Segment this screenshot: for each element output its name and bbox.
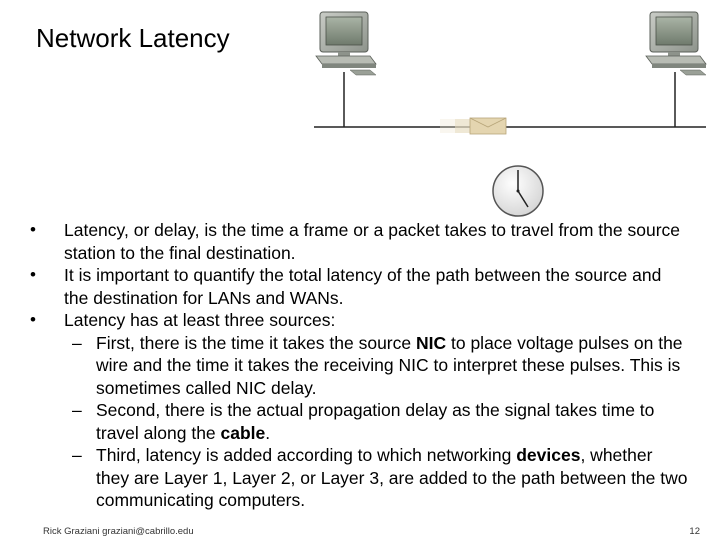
computer-icon bbox=[315, 11, 377, 76]
network-diagram bbox=[314, 11, 707, 217]
bullet-symbol: • bbox=[30, 310, 36, 329]
bullet-text: It is important to quantify the total la… bbox=[64, 265, 662, 308]
sub-bullet-text-before: Second, there is the actual propagation … bbox=[96, 400, 655, 443]
bullet-symbol: • bbox=[30, 265, 36, 284]
bullet-item: • Latency, or delay, is the time a frame… bbox=[30, 219, 690, 264]
bold-term: cable bbox=[220, 422, 266, 443]
bullet-symbol: • bbox=[30, 220, 36, 239]
bullet-list: • Latency, or delay, is the time a frame… bbox=[30, 219, 690, 512]
network-cable bbox=[314, 72, 706, 128]
bullet-text: Latency, or delay, is the time a frame o… bbox=[64, 220, 681, 263]
computer-icon bbox=[645, 11, 707, 76]
sub-bullet-item: – Second, there is the actual propagatio… bbox=[30, 399, 690, 444]
page-number: 12 bbox=[689, 526, 700, 537]
packet-icon bbox=[440, 117, 507, 135]
bold-term: NIC bbox=[415, 332, 447, 353]
bullet-text: Latency has at least three sources: bbox=[64, 310, 336, 330]
dash-symbol: – bbox=[72, 332, 82, 353]
sub-bullet-text-after: . bbox=[265, 422, 271, 443]
sub-bullet-text-after: , whether they are Layer 1, Layer 2, or … bbox=[96, 445, 688, 510]
sub-bullet-text-before: First, there is the time it takes the so… bbox=[96, 332, 416, 353]
sub-bullet-item: – First, there is the time it takes the … bbox=[30, 332, 690, 400]
bullet-item: • Latency has at least three sources: bbox=[30, 309, 690, 332]
sub-bullet-item: – Third, latency is added according to w… bbox=[30, 444, 690, 512]
footer-author: Rick Graziani graziani@cabrillo.edu bbox=[43, 526, 194, 537]
clock-icon bbox=[492, 165, 544, 217]
dash-symbol: – bbox=[72, 445, 82, 465]
sub-bullet-text-before: Third, latency is added according to whi… bbox=[96, 445, 517, 465]
dash-symbol: – bbox=[72, 400, 82, 420]
sub-bullet-text-after: to place voltage pulses on the wire and … bbox=[96, 332, 683, 398]
bullet-item: • It is important to quantify the total … bbox=[30, 264, 690, 309]
bold-term: devices bbox=[516, 445, 581, 465]
sub-bullet-list: – First, there is the time it takes the … bbox=[30, 332, 690, 512]
slide-title: Network Latency bbox=[36, 23, 230, 53]
